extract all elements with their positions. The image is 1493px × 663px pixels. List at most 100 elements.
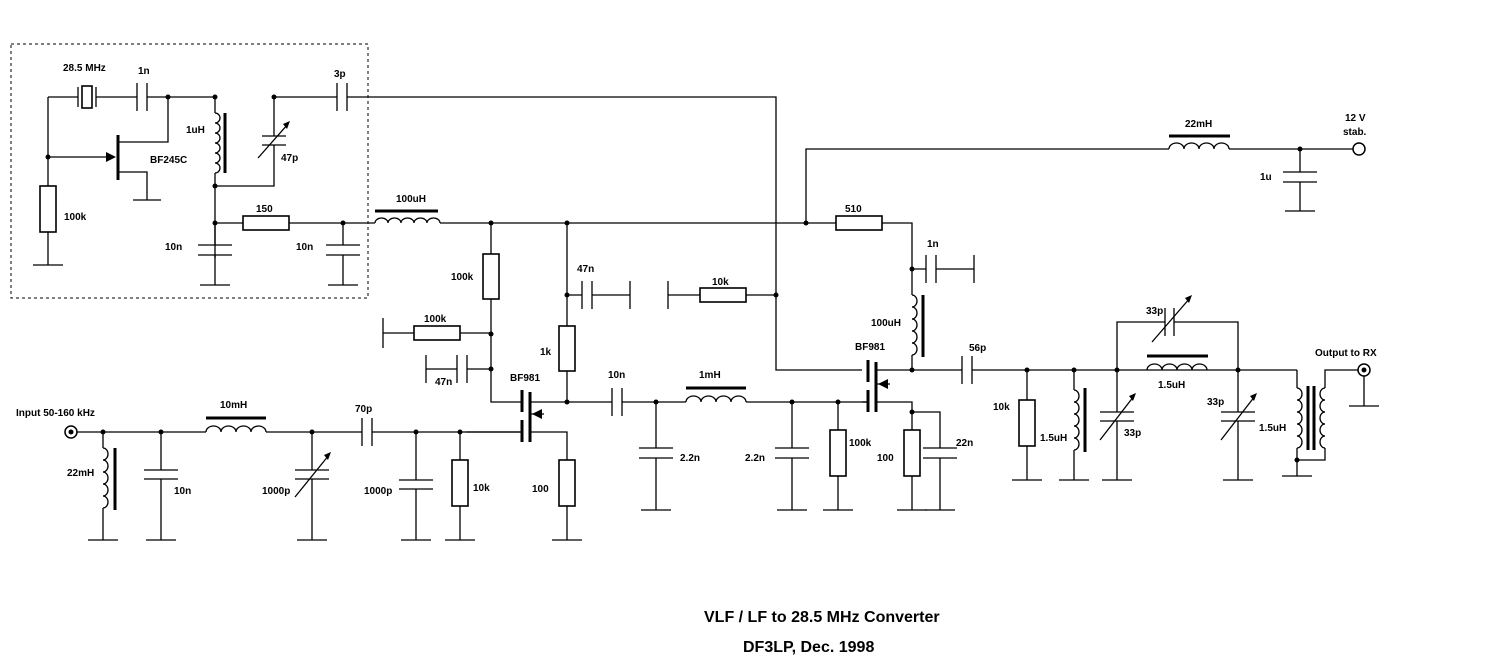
cap-1n-b	[912, 255, 975, 283]
res-10k-c	[451, 459, 469, 507]
inductor-15uh-a	[1059, 370, 1089, 481]
cap-10n-c-label: 10n	[608, 370, 625, 381]
cap-2n2-b	[775, 402, 809, 511]
diagram-title: VLF / LF to 28.5 MHz Converter	[704, 609, 940, 626]
res-10k-a	[699, 287, 747, 303]
inductor-100uh-a	[374, 209, 836, 224]
inductor-100uh-b	[911, 294, 925, 370]
inductor-1uh-label: 1uH	[186, 125, 205, 136]
fet-bf981-b-label: BF981	[855, 342, 885, 353]
inductor-1uh	[214, 97, 227, 258]
res-100-a-label: 100	[877, 453, 894, 464]
trimmer-33p-a-label: 33p	[1146, 306, 1163, 317]
res-100k-b-label: 100k	[451, 272, 474, 283]
res-100k-d	[829, 429, 847, 477]
res-100-b-label: 100	[532, 484, 549, 495]
output-label: Output to RX	[1315, 348, 1377, 359]
res-10k-c-label: 10k	[473, 483, 490, 494]
cap-22n	[923, 447, 957, 511]
res-100k-c-label: 100k	[424, 314, 447, 325]
cap-10n-b-label: 10n	[296, 242, 313, 253]
res-1k-label: 1k	[540, 347, 552, 358]
trimmer-33p-a	[1151, 295, 1192, 343]
cap-70p-label: 70p	[355, 404, 372, 415]
crystal-label: 28.5 MHz	[63, 63, 106, 74]
inductor-10mh	[205, 416, 362, 433]
inductor-1mh	[685, 386, 868, 403]
res-100k-b	[482, 253, 500, 300]
trimmer-1000p	[294, 432, 331, 541]
supply-terminal	[1352, 142, 1366, 156]
fet-bf245c	[48, 97, 169, 201]
cap-1n-b-label: 1n	[927, 239, 939, 250]
cap-1u-label: 1u	[1260, 172, 1272, 183]
cap-2n2-a	[639, 402, 673, 511]
res-510-label: 510	[845, 204, 862, 215]
fet-bf981-b	[862, 360, 913, 412]
inductor-22mh-b-label: 22mH	[67, 468, 94, 479]
cap-10n-b	[326, 223, 360, 286]
inductor-22mh-b	[88, 432, 118, 541]
cap-10n-d	[144, 432, 178, 541]
res-150-label: 150	[256, 204, 273, 215]
cap-1n-osc	[136, 83, 215, 111]
cap-56p	[912, 356, 1297, 384]
cap-47n-a-label: 47n	[577, 264, 594, 275]
inductor-22mh-a-label: 22mH	[1185, 119, 1212, 130]
inductor-15uh-a-label: 1.5uH	[1040, 433, 1067, 444]
inductor-100uh-b-label: 100uH	[871, 318, 901, 329]
res-100k-c	[413, 325, 461, 341]
inductor-15uh-b-label: 1.5uH	[1158, 380, 1185, 391]
res-100k-gate	[39, 185, 57, 233]
inductor-1mh-label: 1mH	[699, 370, 721, 381]
diagram-subtitle: DF3LP, Dec. 1998	[743, 639, 874, 656]
trimmer-33p-b-label: 33p	[1124, 428, 1141, 439]
cap-2n2-b-label: 2.2n	[745, 453, 765, 464]
fet-bf981-a-label: BF981	[510, 373, 540, 384]
cap-1000p-label: 1000p	[364, 486, 392, 497]
fet-bf981-a	[466, 390, 568, 460]
trimmer-33p-c-label: 33p	[1207, 397, 1224, 408]
res-100k-gate-label: 100k	[64, 212, 87, 223]
trimmer-47p	[215, 97, 290, 187]
supply-voltage-label: 12 V	[1345, 113, 1366, 124]
cap-1u	[1283, 149, 1317, 212]
trimmer-33p-b	[1099, 370, 1136, 481]
transformer-15uh-label: 1.5uH	[1259, 423, 1286, 434]
cap-10n-c	[567, 388, 686, 416]
cap-10n-a-label: 10n	[165, 242, 182, 253]
res-100-b	[558, 459, 576, 507]
res-100-a	[903, 429, 921, 477]
cap-70p	[361, 418, 522, 446]
cap-47n-b-label: 47n	[435, 377, 452, 388]
transformer-15uh	[1282, 369, 1358, 477]
cap-3p-label: 3p	[334, 69, 346, 80]
cap-10n-d-label: 10n	[174, 486, 191, 497]
inductor-22mh-a	[1168, 134, 1230, 150]
inductor-15uh-b	[1146, 354, 1208, 371]
trimmer-47p-label: 47p	[281, 153, 298, 164]
cap-47n-b	[425, 355, 491, 383]
res-10k-b	[1018, 399, 1036, 447]
trimmer-1000p-label: 1000p	[262, 486, 290, 497]
res-150	[242, 215, 290, 231]
inductor-10mh-label: 10mH	[220, 400, 247, 411]
cap-47n-a	[567, 281, 631, 309]
cap-1000p	[399, 432, 433, 541]
cap-22n-label: 22n	[956, 438, 973, 449]
oscillator-box	[10, 43, 369, 299]
res-1k	[558, 325, 576, 372]
inductor-100uh-a-label: 100uH	[396, 194, 426, 205]
res-100k-d-label: 100k	[849, 438, 872, 449]
res-510	[835, 215, 883, 231]
supply-stab-label: stab.	[1343, 127, 1367, 138]
res-10k-a-label: 10k	[712, 277, 729, 288]
input-label: Input 50-160 kHz	[16, 408, 95, 419]
res-10k-b-label: 10k	[993, 402, 1010, 413]
crystal	[48, 85, 137, 109]
cap-3p	[274, 83, 862, 371]
cap-56p-label: 56p	[969, 343, 986, 354]
fet-bf245c-label: BF245C	[150, 155, 187, 166]
cap-1n-osc-label: 1n	[138, 66, 150, 77]
